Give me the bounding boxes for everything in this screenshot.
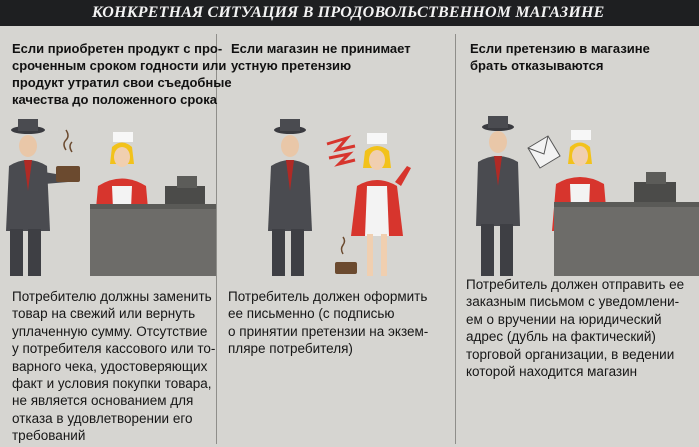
spoiled-product-icon <box>335 236 357 274</box>
panel-expired-product: Если приобретен продукт с про- сроченным… <box>0 26 232 447</box>
shop-counter <box>554 202 699 276</box>
envelope-icon <box>527 135 561 169</box>
cash-register-icon <box>165 176 205 204</box>
customer-figure <box>268 119 312 276</box>
panel-heading: Если магазин не принимает устную претенз… <box>231 41 411 73</box>
panel-caption: Потребитель должен отправить ее заказным… <box>466 277 685 380</box>
panel-caption: Потребителю должны заменить товар на све… <box>12 289 216 444</box>
banner-title: КОНКРЕТНАЯ СИТУАЦИЯ В ПРОДОВОЛЬСТВЕННОМ … <box>92 4 605 21</box>
customer-figure <box>6 119 68 276</box>
spoiled-product-icon <box>56 129 80 182</box>
shop-counter <box>90 204 216 276</box>
customer-figure <box>476 116 520 276</box>
saleswoman-figure <box>351 133 411 276</box>
anger-lightning-icon <box>326 135 356 167</box>
illustration-expired-product <box>0 26 216 276</box>
panel-heading: Если приобретен продукт с про- сроченным… <box>12 41 232 107</box>
cash-register-icon <box>634 172 676 202</box>
panel-oral-claim: Если магазин не принимает устную претенз… <box>217 26 455 447</box>
illustration-oral-claim <box>217 26 455 276</box>
illustration-claim-refused <box>456 26 699 276</box>
banner: КОНКРЕТНАЯ СИТУАЦИЯ В ПРОДОВОЛЬСТВЕННОМ … <box>0 0 699 26</box>
panel-caption: Потребитель должен оформить ее письменно… <box>228 289 429 357</box>
column-divider <box>216 34 217 444</box>
column-divider <box>455 34 456 444</box>
panel-heading: Если претензию в магазине брать отказыва… <box>470 41 650 73</box>
panel-claim-refused: Если претензию в магазине брать отказыва… <box>456 26 699 447</box>
